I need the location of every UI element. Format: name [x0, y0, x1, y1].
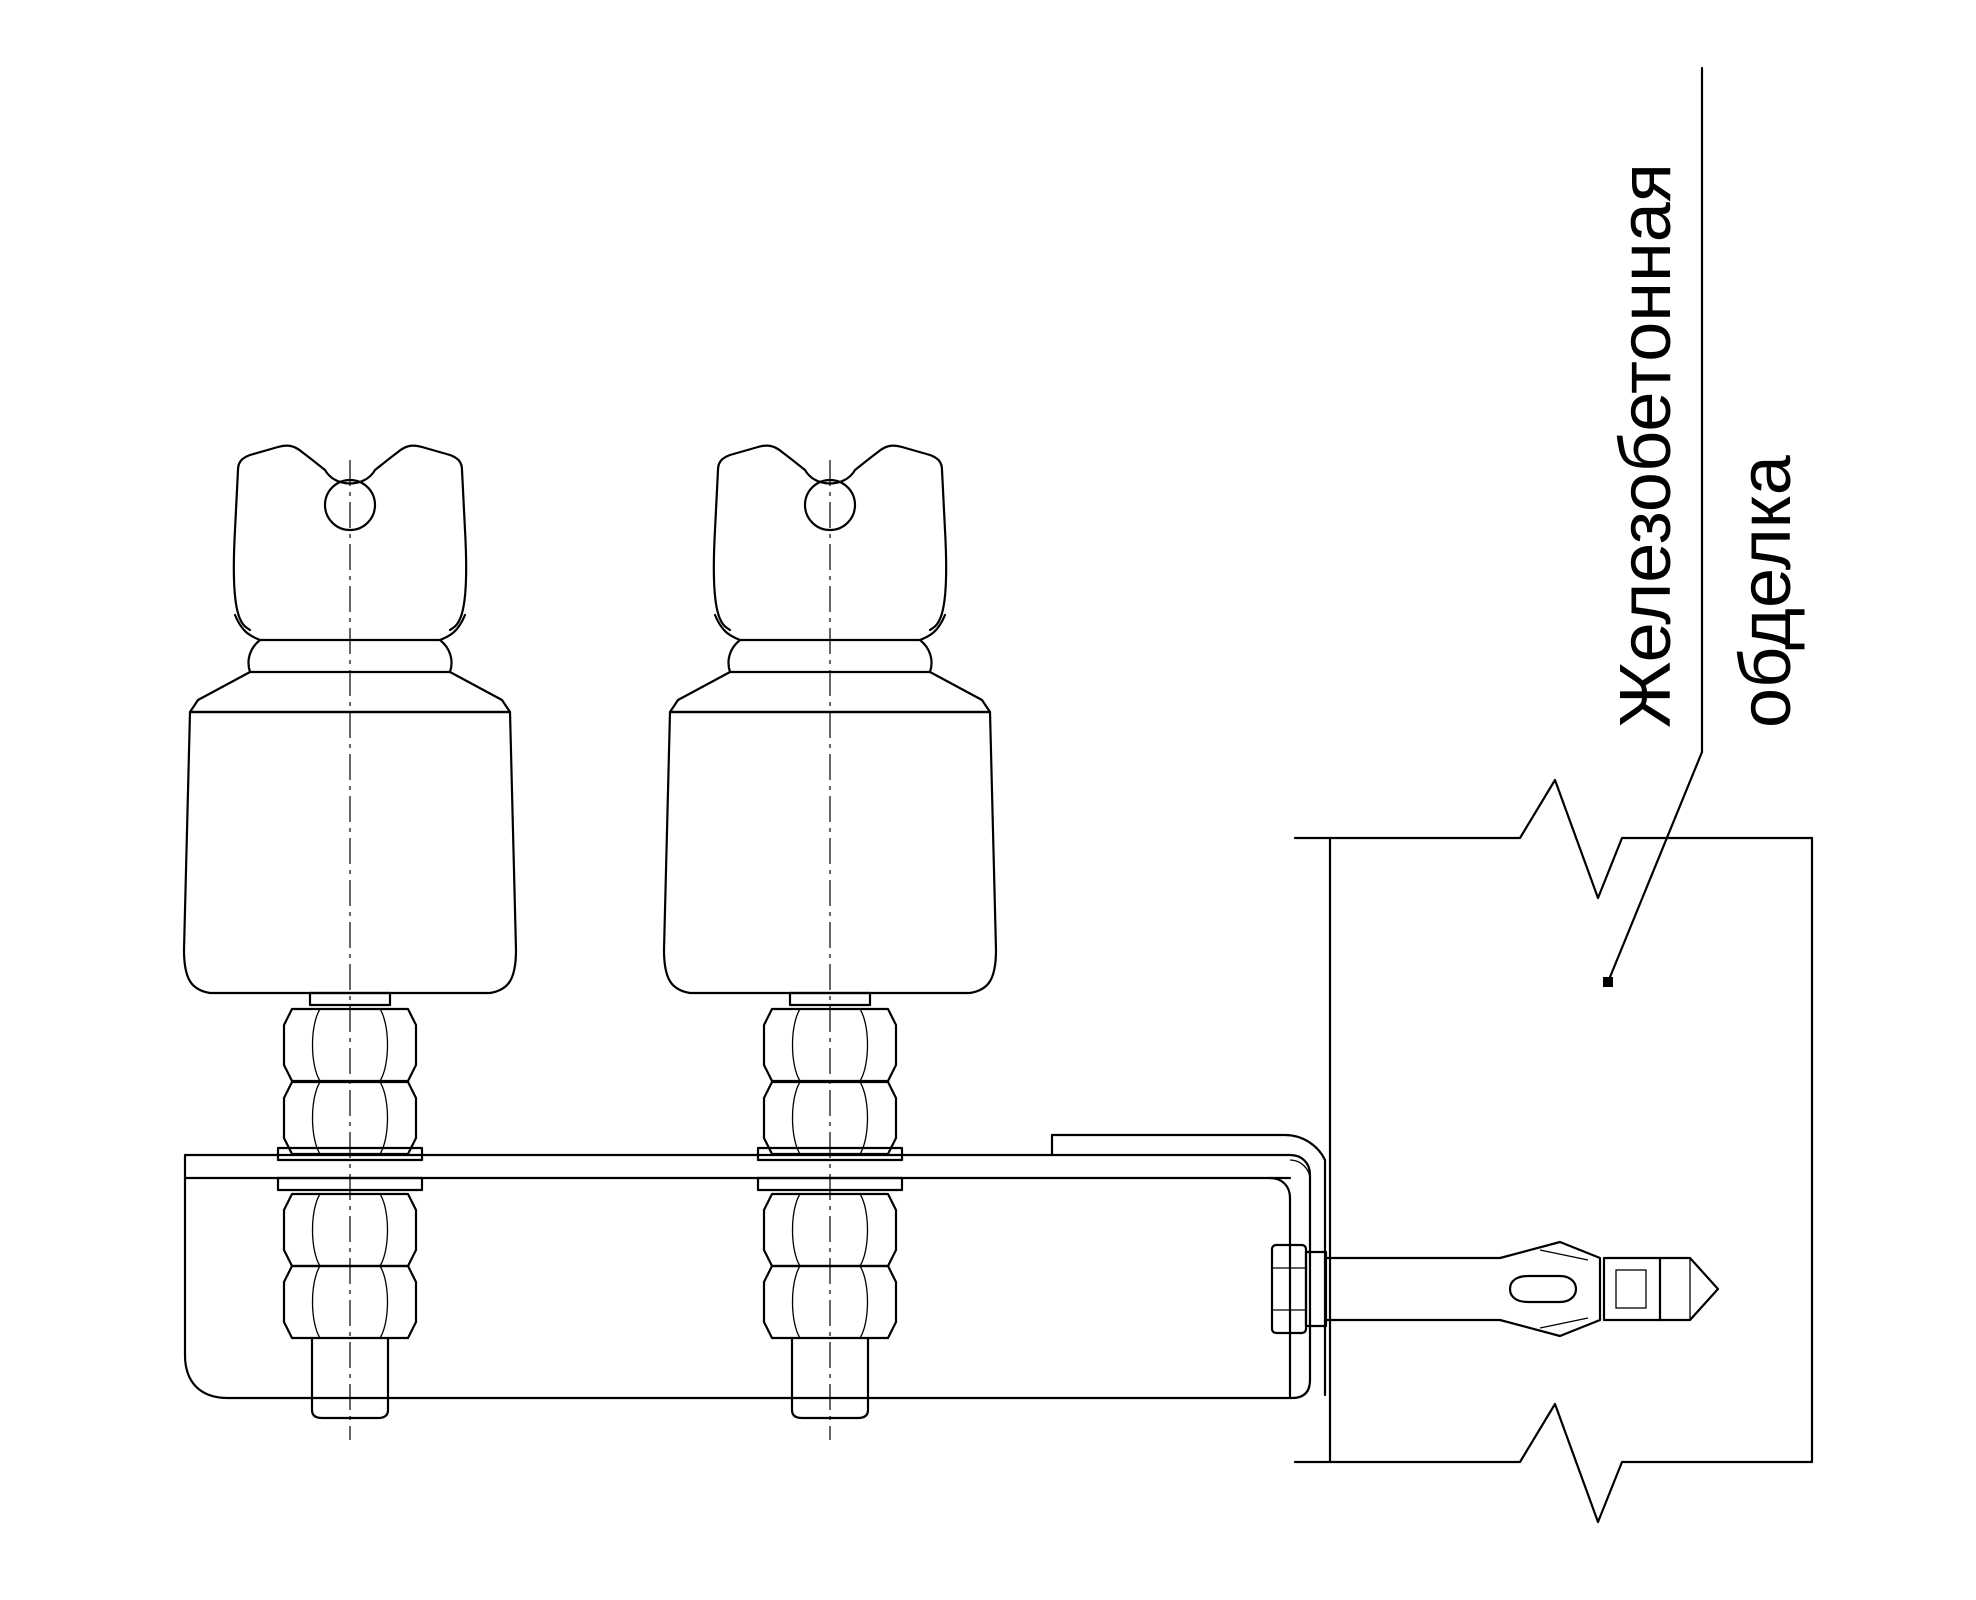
callout-line1: Железобетонная	[1606, 163, 1686, 728]
callout-line2: обделка	[1726, 454, 1806, 728]
insulator-right	[662, 444, 998, 1440]
anchor-bolt	[1270, 1240, 1720, 1338]
callout-leader	[1606, 66, 1704, 984]
mounting-bracket	[183, 1133, 1327, 1400]
insulator-left	[182, 444, 518, 1440]
callout-label: Железобетонная обделка	[1606, 163, 1806, 728]
concrete-lining	[1293, 778, 1814, 1524]
